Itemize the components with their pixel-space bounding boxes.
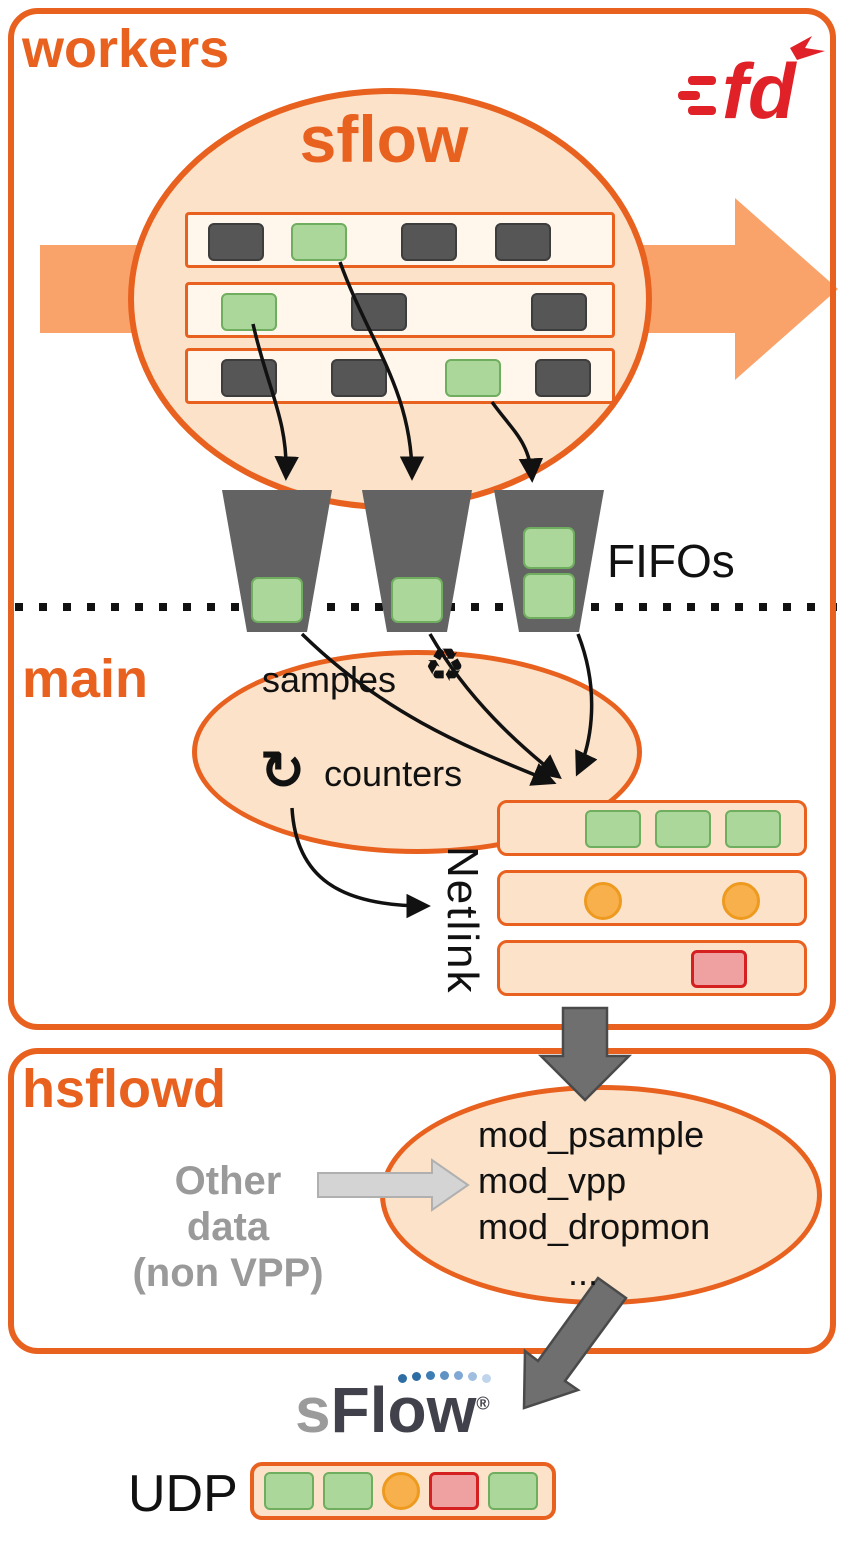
module-name: mod_vpp — [478, 1160, 627, 1201]
packet-chip-gray — [531, 293, 587, 331]
sflow-plugin-title: sflow — [299, 102, 469, 176]
main-label: main — [22, 649, 149, 709]
hsflowd-label: hsflowd — [22, 1059, 226, 1119]
packet-queue-row — [185, 348, 615, 404]
workers-section — [8, 8, 836, 1030]
udp-label: UDP — [128, 1465, 238, 1523]
netlink-row-counters — [497, 870, 807, 926]
packet-chip-gray — [208, 223, 264, 261]
udp-chip-red — [429, 1472, 479, 1510]
packet-chip-gray — [221, 359, 277, 397]
module-name: mod_psample — [478, 1114, 705, 1155]
sflow-logo-dot — [482, 1374, 491, 1383]
hsflowd-section — [8, 1048, 836, 1354]
packet-chip-green — [291, 223, 347, 261]
netlink-chip-green — [585, 810, 641, 848]
packet-queue-row — [185, 282, 615, 338]
registered-mark: ® — [476, 1393, 490, 1414]
udp-chip-green — [264, 1472, 314, 1510]
udp-counter-dot — [382, 1472, 420, 1510]
sflow-logo-dot — [454, 1371, 463, 1380]
netlink-chip-green — [655, 810, 711, 848]
sflow-logo-s: s — [295, 1374, 331, 1446]
sflow-logo-rest: Flow — [330, 1374, 477, 1446]
module-name: mod_dropmon — [478, 1206, 711, 1247]
netlink-counter-dot — [584, 882, 622, 920]
counters-label: counters — [324, 753, 463, 794]
netlink-counter-dot — [722, 882, 760, 920]
packet-chip-green — [445, 359, 501, 397]
other-data-line1: Other data — [174, 1159, 282, 1249]
netlink-label: Netlink — [438, 846, 487, 995]
hsflowd-modules: mod_psample mod_vpp mod_dropmon ... — [478, 1112, 710, 1296]
udp-chip-green — [323, 1472, 373, 1510]
netlink-row-drops — [497, 940, 807, 996]
packet-chip-gray — [351, 293, 407, 331]
sflow-logo-dot — [412, 1372, 421, 1381]
udp-chip-green — [488, 1472, 538, 1510]
netlink-chip-red — [691, 950, 747, 988]
packet-queue-row — [185, 212, 615, 268]
sflow-collector-logo: sFlow® — [295, 1378, 490, 1442]
samples-label: samples — [262, 659, 397, 700]
sflow-logo-dot — [468, 1372, 477, 1381]
module-name: ... — [568, 1252, 599, 1293]
other-data-label: Other data (non VPP) — [128, 1158, 328, 1296]
sflow-logo-dot — [398, 1374, 407, 1383]
packet-chip-gray — [495, 223, 551, 261]
recycle-icon: ♻ — [424, 639, 466, 691]
other-data-line2: (non VPP) — [132, 1251, 324, 1295]
packet-chip-gray — [401, 223, 457, 261]
workers-label: workers — [22, 19, 230, 79]
packet-chip-green — [221, 293, 277, 331]
udp-datagram — [250, 1462, 556, 1520]
sflow-logo-dot — [440, 1371, 449, 1380]
netlink-chip-green — [725, 810, 781, 848]
netlink-row-samples — [497, 800, 807, 856]
packet-chip-gray — [535, 359, 591, 397]
sflow-logo-dot — [426, 1371, 435, 1380]
packet-chip-gray — [331, 359, 387, 397]
fifos-label: FIFOs — [607, 535, 735, 587]
refresh-icon: ↻ — [260, 741, 306, 801]
